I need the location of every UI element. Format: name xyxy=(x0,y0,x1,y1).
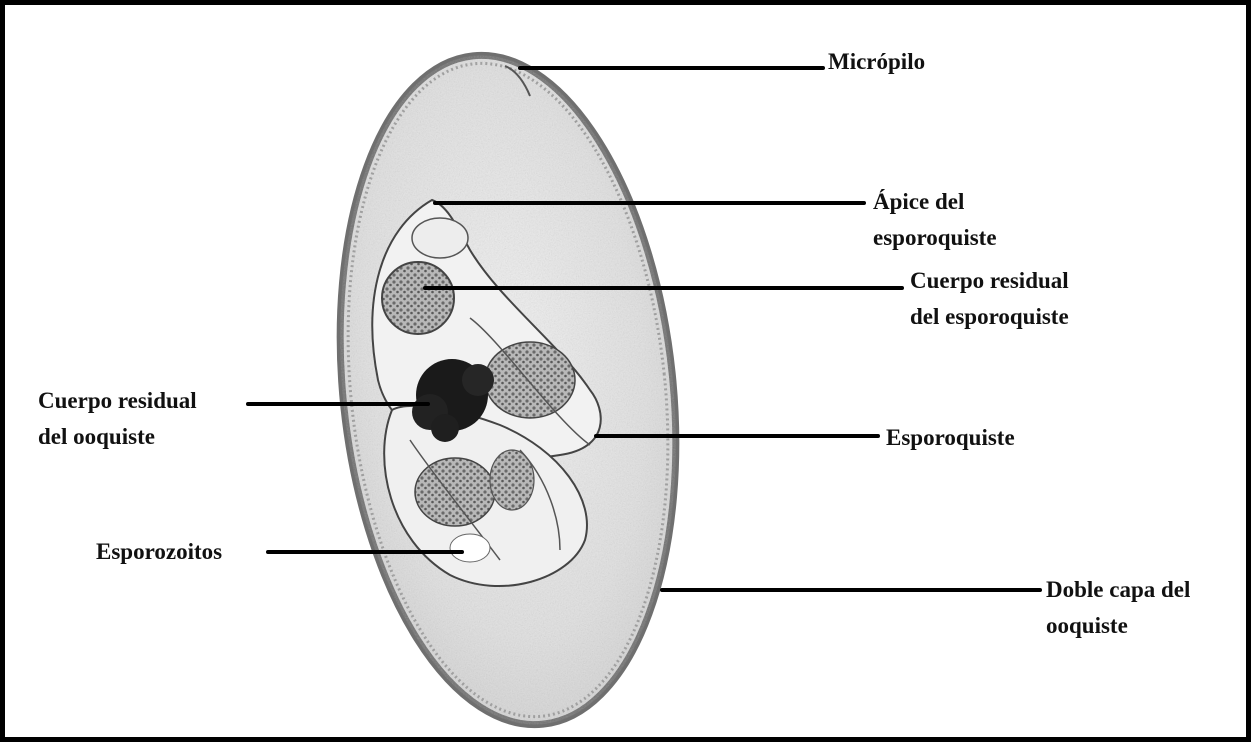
label-micropilo: Micrópilo xyxy=(828,44,925,80)
label-apice: Ápice del esporoquiste xyxy=(873,184,997,256)
label-esporoquiste-text: Esporoquiste xyxy=(886,425,1015,450)
label-esporozoitos: Esporozoitos xyxy=(96,534,222,570)
label-cuerpo-esp-line2: del esporoquiste xyxy=(910,299,1069,335)
label-cuerpo-ooq-line1: Cuerpo residual xyxy=(38,383,197,419)
label-doble-line2: ooquiste xyxy=(1046,608,1190,644)
label-cuerpo-esp-line1: Cuerpo residual xyxy=(910,263,1069,299)
label-apice-line2: esporoquiste xyxy=(873,220,997,256)
label-cuerpo-residual-ooquiste: Cuerpo residual del ooquiste xyxy=(38,383,197,455)
sporocyst-residual-body xyxy=(382,262,454,334)
label-esporozoitos-text: Esporozoitos xyxy=(96,539,222,564)
label-micropilo-text: Micrópilo xyxy=(828,49,925,74)
label-cuerpo-ooq-line2: del ooquiste xyxy=(38,419,197,455)
label-cuerpo-residual-esporoquiste: Cuerpo residual del esporoquiste xyxy=(910,263,1069,335)
label-apice-line1: Ápice del xyxy=(873,184,997,220)
label-doble-capa: Doble capa del ooquiste xyxy=(1046,572,1190,644)
label-doble-line1: Doble capa del xyxy=(1046,572,1190,608)
label-esporoquiste: Esporoquiste xyxy=(886,420,1015,456)
